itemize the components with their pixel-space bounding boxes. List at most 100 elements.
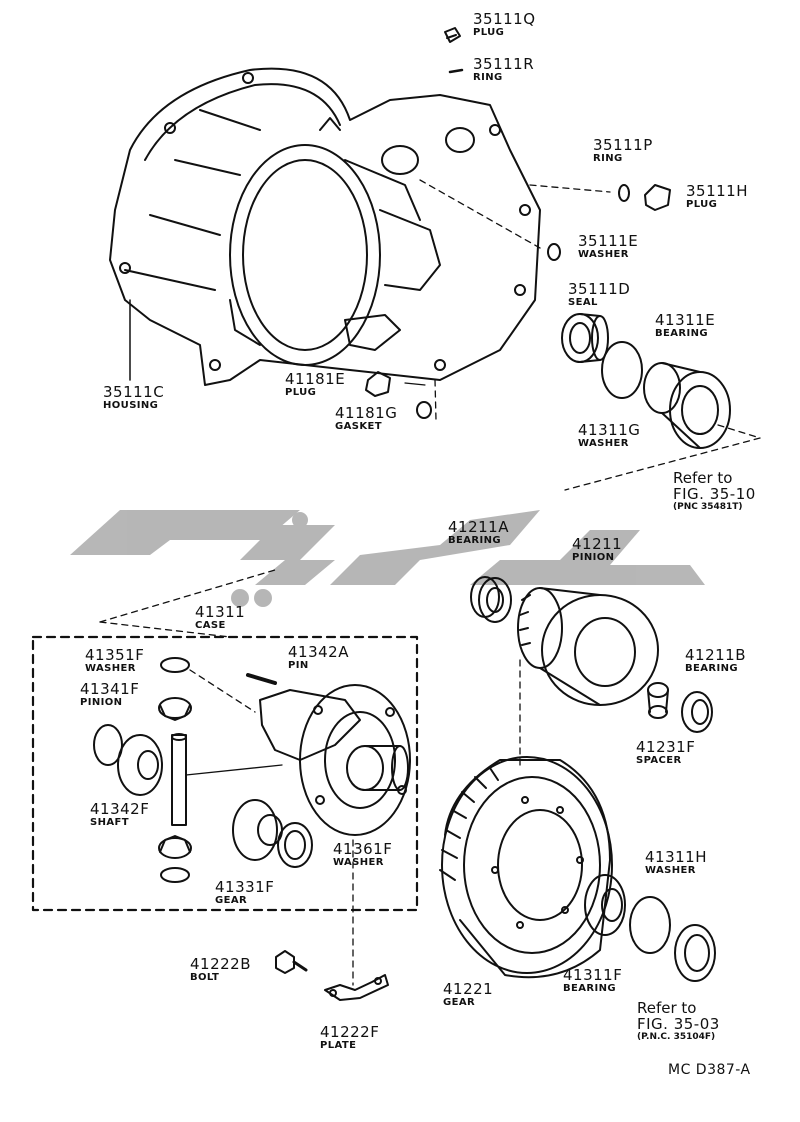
- label-41311: 41311 CASE: [195, 605, 245, 631]
- reference-pnc: (P.N.C. 35104F): [637, 1031, 716, 1042]
- part-number: 35111P: [593, 136, 653, 154]
- washer-bottom: [160, 867, 190, 883]
- gasket-41181G: [416, 401, 432, 419]
- part-number: 41211A: [448, 518, 509, 536]
- part-description: PLUG: [473, 27, 505, 38]
- reference-line: Refer to: [673, 469, 733, 487]
- label-41311E: 41311E BEARING: [655, 313, 715, 339]
- plate-41222F: [324, 974, 389, 1001]
- part-description: RING: [593, 153, 623, 164]
- bearing-41211A: [470, 576, 512, 623]
- side-gear-41331F: [232, 799, 283, 861]
- part-description: BEARING: [685, 663, 738, 674]
- bolt-41222B: [275, 950, 308, 974]
- reference-line: Refer to: [637, 999, 697, 1017]
- case-assembly-box: [31, 635, 419, 912]
- label-41211: 41211 PINION: [572, 537, 622, 563]
- washer-35111E: [547, 243, 561, 261]
- part-number: 35111H: [686, 182, 748, 200]
- label-41221: 41221 GEAR: [443, 982, 493, 1008]
- part-description: HOUSING: [103, 400, 159, 411]
- pin-41342A: [246, 673, 277, 685]
- diagram-code: MC D387-A: [668, 1062, 751, 1078]
- diff-case-41311: [259, 684, 411, 836]
- label-41181E: 41181E PLUG: [285, 372, 345, 398]
- pinion-bottom: [158, 835, 192, 859]
- pinion-41341F: [158, 697, 192, 721]
- label-35111P: 35111P RING: [593, 138, 653, 164]
- plug-41181E: [365, 371, 391, 397]
- label-35111Q: 35111Q PLUG: [473, 12, 536, 38]
- part-description: PLATE: [320, 1040, 357, 1051]
- part-description: RING: [473, 72, 503, 83]
- plug-35111H: [644, 184, 671, 211]
- washer-41311G: [601, 341, 643, 399]
- washer-41361F: [277, 822, 313, 868]
- shaft-41342F: [171, 733, 187, 826]
- part-number: 35111Q: [473, 10, 536, 28]
- reference-fig-35-03: Refer to FIG. 35-03 (P.N.C. 35104F): [637, 999, 720, 1042]
- part-number: 35111C: [103, 383, 165, 401]
- part-description: SPACER: [636, 755, 682, 766]
- ring-35111P: [618, 184, 630, 202]
- label-35111D: 35111D SEAL: [568, 282, 630, 308]
- label-41311H: 41311H WASHER: [645, 850, 707, 876]
- part-description: WASHER: [333, 857, 384, 868]
- ring-35111R: [448, 68, 464, 74]
- part-description: CASE: [195, 620, 226, 631]
- label-41211A: 41211A BEARING: [448, 520, 509, 546]
- part-number: 41181E: [285, 370, 346, 388]
- part-description: BOLT: [190, 972, 220, 983]
- label-41361F: 41361F WASHER: [333, 842, 392, 868]
- housing-35111C: [109, 67, 541, 386]
- part-number: 41211B: [685, 646, 747, 664]
- bearing-41211B: [681, 691, 713, 733]
- part-number: 41351F: [85, 646, 145, 664]
- part-number: 41211: [572, 535, 623, 553]
- label-41222B: 41222B BOLT: [190, 957, 251, 983]
- part-number: 35111R: [473, 55, 535, 73]
- spacer-41231F: [647, 682, 669, 719]
- label-41331F: 41331F GEAR: [215, 880, 274, 906]
- part-number: 41181G: [335, 404, 398, 422]
- part-number: 41311F: [563, 966, 623, 984]
- label-41342F: 41342F SHAFT: [90, 802, 149, 828]
- part-description: SEAL: [568, 297, 598, 308]
- reference-pnc: (PNC 35481T): [673, 501, 743, 512]
- part-number: 41342A: [288, 643, 349, 661]
- part-description: WASHER: [645, 865, 696, 876]
- ring-gear-41221: [439, 756, 613, 979]
- seal-35111D: [561, 313, 609, 363]
- part-number: 41221: [443, 980, 494, 998]
- label-41311F: 41311F BEARING: [563, 968, 622, 994]
- part-description: WASHER: [85, 663, 136, 674]
- part-number: 41222F: [320, 1023, 380, 1041]
- part-number: 41231F: [636, 738, 696, 756]
- label-41311G: 41311G WASHER: [578, 423, 640, 449]
- part-description: PIN: [288, 660, 309, 671]
- part-number: 41331F: [215, 878, 275, 896]
- label-41211B: 41211B BEARING: [685, 648, 746, 674]
- label-35111R: 35111R RING: [473, 57, 534, 83]
- part-number: 41342F: [90, 800, 150, 818]
- part-description: SHAFT: [90, 817, 129, 828]
- part-description: GEAR: [215, 895, 248, 906]
- reference-figure: FIG. 35-03: [637, 1014, 720, 1033]
- plug-35111Q: [444, 27, 461, 43]
- reference-fig-35-10: Refer to FIG. 35-10 (PNC 35481T): [673, 469, 756, 512]
- part-description: BEARING: [448, 535, 501, 546]
- part-description: BEARING: [563, 983, 616, 994]
- reference-figure: FIG. 35-10: [673, 484, 756, 503]
- label-35111E: 35111E WASHER: [578, 234, 638, 260]
- part-description: BEARING: [655, 328, 708, 339]
- part-description: PLUG: [285, 387, 317, 398]
- label-41181G: 41181G GASKET: [335, 406, 397, 432]
- label-41231F: 41231F SPACER: [636, 740, 695, 766]
- bearing-41311E: [643, 362, 731, 449]
- part-number: 41361F: [333, 840, 393, 858]
- part-description: PLUG: [686, 199, 718, 210]
- label-41342A: 41342A PIN: [288, 645, 349, 671]
- bearing-41311F: [584, 874, 626, 936]
- part-number: 41311G: [578, 421, 641, 439]
